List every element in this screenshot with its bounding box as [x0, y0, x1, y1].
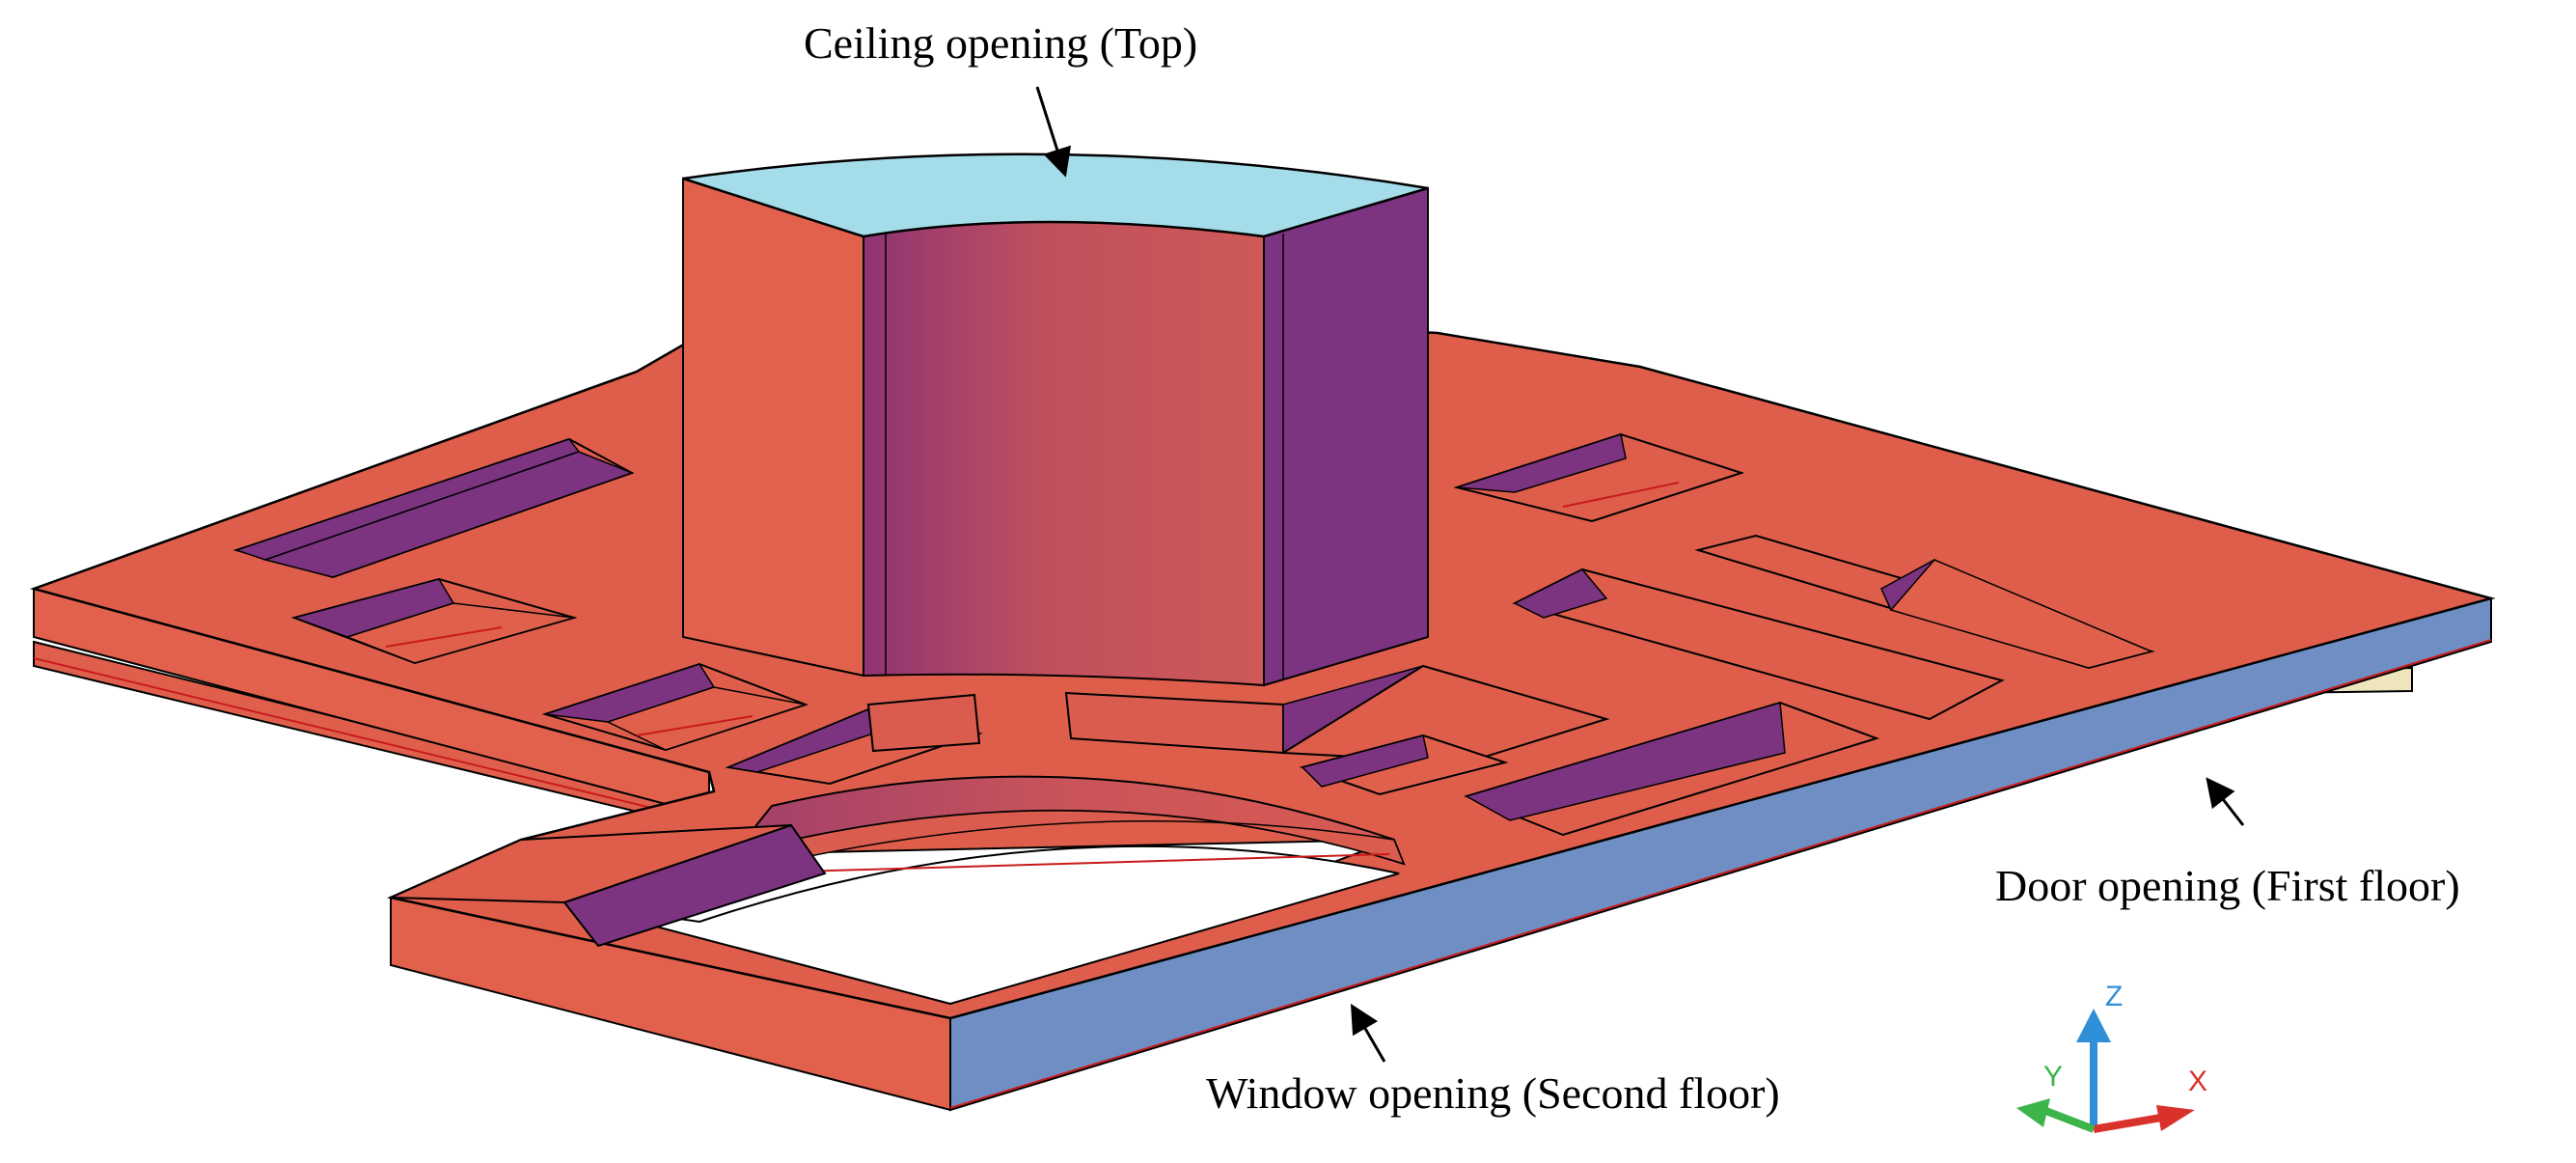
recess-mid-small	[541, 662, 809, 752]
window-opening-label: Window opening (Second floor)	[1206, 1068, 1780, 1118]
arch-floor-ring	[731, 810, 1406, 870]
slab-recesses	[233, 432, 2155, 837]
recess-center-box-left	[866, 693, 981, 753]
recess-right-long-mid	[1512, 568, 2005, 721]
axis-y-line	[2042, 1106, 2096, 1133]
arch-hole-curve	[563, 845, 1400, 1006]
column-left-face	[682, 177, 864, 678]
ceiling-opening-label: Ceiling opening (Top)	[804, 18, 1197, 68]
central-column	[682, 152, 1429, 687]
axis-z-arrowhead	[2076, 1009, 2111, 1042]
recess-right-top-small	[1453, 432, 1745, 523]
slab-blue-edge-red-line	[949, 639, 2492, 1109]
recess-center-box-right	[1064, 664, 1610, 764]
window-arrow	[1350, 1003, 1386, 1063]
axis-z-label: Z	[2105, 981, 2123, 1012]
axis-x-label: X	[2188, 1066, 2207, 1097]
arch-red-line	[732, 853, 1390, 874]
ceiling-opening-top	[682, 152, 1429, 238]
wing-rim-top	[390, 824, 792, 904]
recess-right-far	[1694, 534, 2155, 670]
front-wing-opening	[390, 775, 1406, 1006]
column-right-face	[1263, 186, 1429, 687]
axis-x-arrowhead	[2156, 1105, 2195, 1131]
recess-right-long-front	[1463, 701, 1880, 837]
axis-y-label: Y	[2043, 1061, 2063, 1093]
recess-center-lower	[1299, 734, 1509, 796]
annotation-arrows	[1035, 86, 2245, 1063]
recess-left-long	[233, 437, 635, 579]
axes-indicator: Z X Y	[2016, 981, 2207, 1133]
door-opening-label: Door opening (First floor)	[1995, 861, 2460, 910]
axis-x-line	[2093, 1114, 2162, 1133]
column-curved-face	[863, 221, 1265, 687]
recess-left-small	[290, 577, 578, 665]
door-arrow	[2206, 777, 2245, 826]
axis-y-arrowhead	[2016, 1098, 2050, 1127]
ceiling-arrow	[1035, 86, 1072, 178]
